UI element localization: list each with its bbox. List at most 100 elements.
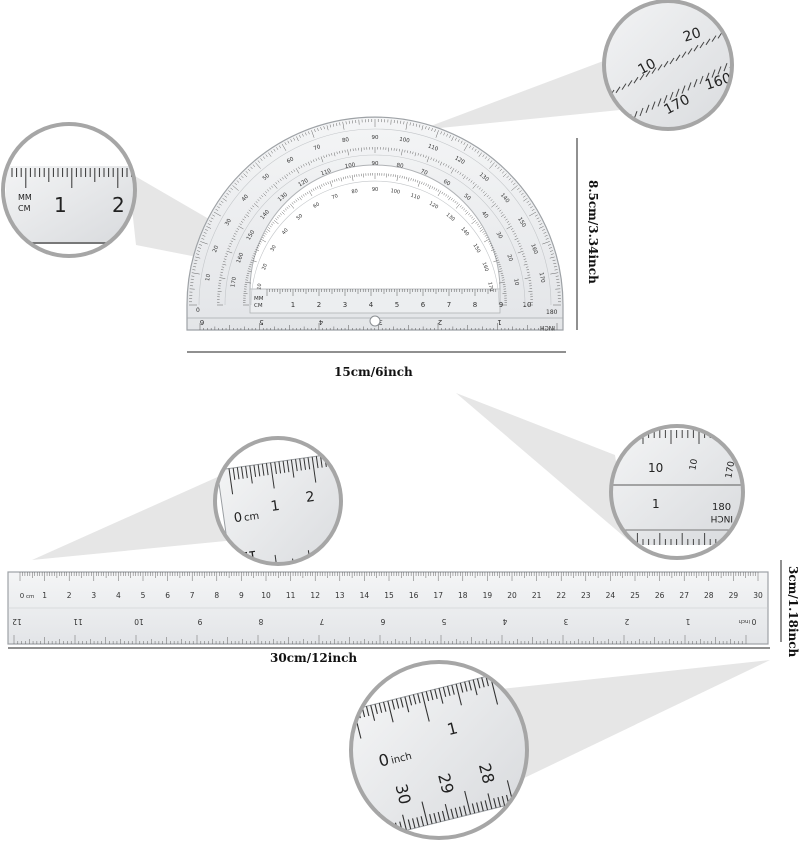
tick-mark xyxy=(455,683,462,706)
tick-mark xyxy=(530,206,533,209)
tick-mark xyxy=(428,185,432,190)
tick-mark xyxy=(459,172,462,175)
tick-mark xyxy=(415,123,418,127)
tick-mark xyxy=(422,154,425,158)
tick-mark xyxy=(269,187,272,190)
tick-mark xyxy=(247,211,250,214)
tick-mark xyxy=(736,23,740,29)
tick-mark xyxy=(254,251,257,253)
tick-mark xyxy=(279,145,281,149)
tick-mark xyxy=(248,209,251,212)
tick-mark xyxy=(544,235,548,237)
tick-mark xyxy=(416,180,419,183)
tick-mark xyxy=(265,463,269,476)
tick-mark xyxy=(681,51,687,58)
tick-mark xyxy=(478,152,482,157)
ruler-cm-number: 15 xyxy=(384,591,394,600)
protractor-innermost-degree: 160 xyxy=(480,261,489,272)
tick-mark xyxy=(442,686,447,697)
tick-mark xyxy=(527,271,530,273)
tick-mark xyxy=(206,226,212,229)
tick-mark xyxy=(468,213,471,216)
tick-mark xyxy=(205,229,208,231)
zoom3-number-1: 1 xyxy=(652,497,660,511)
tick-mark xyxy=(437,190,442,197)
tick-mark xyxy=(198,247,202,249)
tick-mark xyxy=(450,808,454,819)
tick-mark xyxy=(528,203,532,206)
tick-mark xyxy=(224,255,228,258)
protractor-cm-number: 5 xyxy=(395,301,399,309)
callout-beam xyxy=(456,393,628,540)
tick-mark xyxy=(431,128,433,132)
protractor-inner-degree: 90 xyxy=(372,161,379,167)
tick-mark xyxy=(554,269,558,271)
protractor-outer-degree: 150 xyxy=(516,216,527,229)
protractor-outer-degree: 120 xyxy=(453,155,466,166)
tick-mark xyxy=(430,157,432,160)
tick-mark xyxy=(444,803,450,820)
callout-beam xyxy=(492,660,770,780)
tick-mark xyxy=(458,806,463,817)
tick-mark xyxy=(351,174,354,181)
tick-mark xyxy=(223,261,226,263)
tick-mark xyxy=(220,271,223,273)
zoom2-number-10: 10 xyxy=(636,56,659,78)
tick-mark xyxy=(466,177,469,180)
tick-mark xyxy=(484,234,488,237)
tick-mark xyxy=(729,25,732,33)
tick-mark xyxy=(226,250,233,254)
zoom-frame xyxy=(349,660,529,840)
tick-mark xyxy=(528,790,530,800)
tick-mark xyxy=(451,136,454,142)
ruler-inch-number: 12 xyxy=(12,617,22,626)
tick-mark xyxy=(342,121,345,130)
tick-mark xyxy=(284,142,287,146)
ruler-inch-number: 2 xyxy=(624,617,629,626)
protractor-outer-degree: 10 xyxy=(205,273,212,281)
zoom3-number-10b: 10 xyxy=(688,458,700,471)
tick-mark xyxy=(483,193,487,197)
ruler-inch-number: 11 xyxy=(73,617,83,626)
protractor-180: 180 xyxy=(546,309,558,316)
zoom5-number-30: 30 xyxy=(391,782,414,806)
tick-mark xyxy=(549,256,555,259)
tick-mark xyxy=(450,198,453,201)
tick-mark xyxy=(421,125,424,131)
tick-mark xyxy=(295,168,300,174)
protractor-innermost-degree: 140 xyxy=(459,226,470,237)
protractor-inch-number: 5 xyxy=(259,318,263,326)
tick-mark xyxy=(290,459,295,478)
tick-mark xyxy=(391,699,396,710)
tick-mark xyxy=(423,182,425,185)
tick-mark xyxy=(306,191,309,195)
tick-mark xyxy=(310,160,313,164)
tick-mark xyxy=(332,123,335,127)
protractor-innermost-degree: 130 xyxy=(445,212,456,223)
tick-mark xyxy=(526,200,530,203)
tick-mark xyxy=(416,817,420,828)
tick-mark xyxy=(275,218,278,221)
tick-mark xyxy=(681,85,686,94)
tick-mark xyxy=(494,253,497,255)
tick-mark xyxy=(202,235,206,237)
ruler-cm-number: 10 xyxy=(261,591,271,600)
tick-mark xyxy=(518,243,521,245)
tick-mark xyxy=(209,220,213,223)
tick-mark xyxy=(291,170,293,174)
protractor-inch-number: 3 xyxy=(378,318,382,326)
tick-mark xyxy=(236,228,240,230)
tick-mark xyxy=(501,275,504,277)
tick-mark xyxy=(536,217,540,220)
tick-mark xyxy=(414,179,417,182)
tick-mark xyxy=(501,795,506,806)
zoom5-zero: 0 xyxy=(377,750,391,771)
tick-mark xyxy=(327,181,329,185)
tick-mark xyxy=(663,95,668,104)
tick-mark xyxy=(342,176,344,180)
tick-mark xyxy=(273,148,276,152)
tick-mark xyxy=(443,132,445,136)
tick-mark xyxy=(421,692,430,722)
zoom-protractor-edge: 10 10 170 180 1 INCH xyxy=(611,426,743,558)
ruler-inch-number: 8 xyxy=(258,617,263,626)
